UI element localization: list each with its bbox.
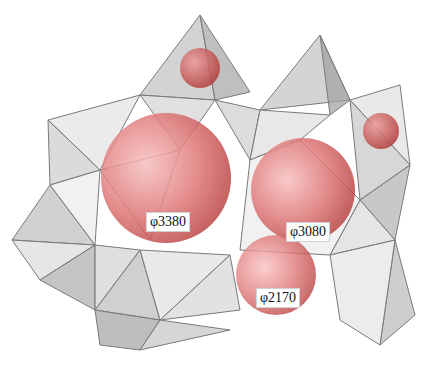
polyhedron-face	[330, 240, 395, 345]
polyhedron-face	[50, 170, 100, 245]
polyhedron-face	[40, 245, 95, 310]
sphere	[236, 235, 316, 315]
sphere	[180, 48, 220, 88]
dimension-label: φ3080	[286, 222, 330, 242]
dimension-label: φ3380	[146, 212, 190, 232]
polyhedron-face	[140, 320, 230, 350]
sphere	[363, 113, 399, 149]
polyhedron-face	[320, 35, 350, 115]
polyhedron-face	[160, 255, 240, 320]
sphere	[251, 138, 355, 242]
dimension-label: φ2170	[256, 288, 300, 308]
sphere	[101, 113, 231, 243]
